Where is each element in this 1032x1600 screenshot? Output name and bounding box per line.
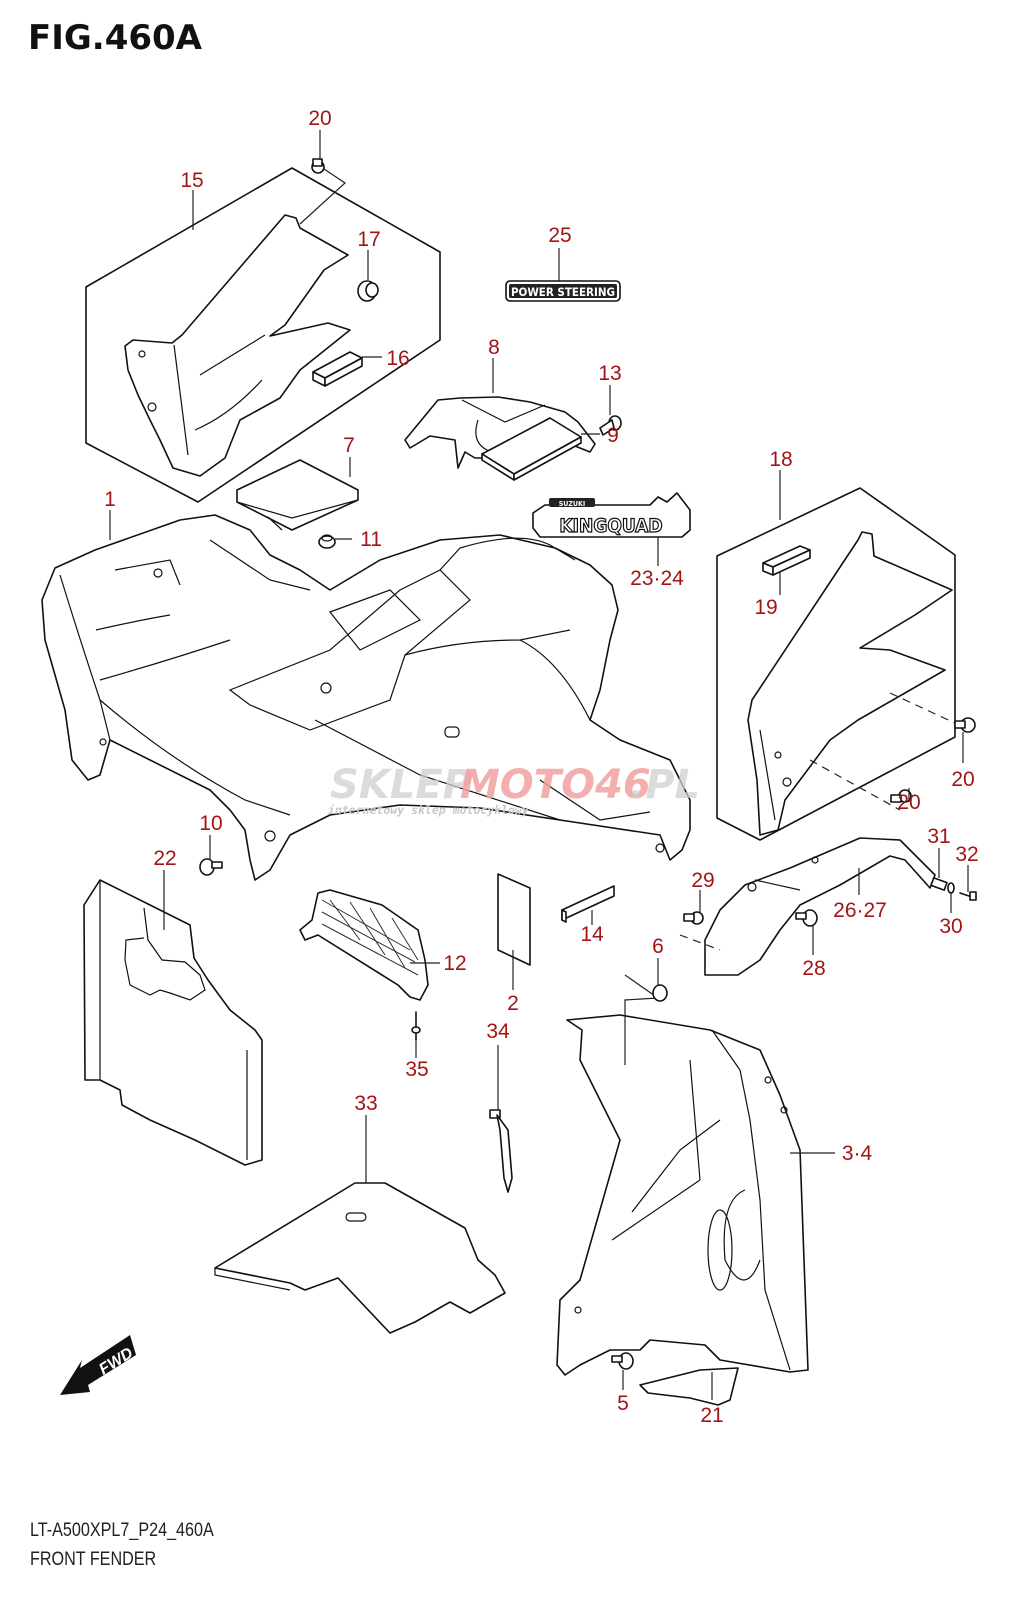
- callout-3-4[interactable]: 3·4: [842, 1142, 873, 1165]
- callout-15[interactable]: 15: [180, 169, 203, 192]
- callout-16[interactable]: 16: [386, 347, 409, 370]
- part-15-inner-panel-left-group[interactable]: [85, 158, 441, 503]
- callout-20-lower[interactable]: 20: [897, 791, 920, 814]
- part-7-lid[interactable]: [236, 459, 359, 531]
- grommet-11-icon[interactable]: [318, 534, 336, 549]
- collar-31-icon[interactable]: [930, 877, 948, 891]
- callout-6[interactable]: 6: [652, 935, 664, 958]
- decal-25-power-steering[interactable]: POWER STEERING: [505, 280, 621, 302]
- part-21-trim[interactable]: [639, 1367, 739, 1406]
- callout-23-24[interactable]: 23·24: [630, 567, 684, 590]
- part-12-grille[interactable]: [299, 889, 429, 1001]
- part-34-cable-tie[interactable]: [489, 1109, 513, 1193]
- figure-name: FRONT FENDER: [30, 1549, 157, 1570]
- callout-18[interactable]: 18: [769, 448, 792, 471]
- bolt-32-icon[interactable]: [959, 891, 977, 901]
- part-33-tray[interactable]: [214, 1182, 506, 1334]
- callout-19[interactable]: 19: [754, 596, 777, 619]
- foam-block-16-icon: [312, 351, 363, 387]
- callout-25[interactable]: 25: [548, 224, 571, 247]
- part-14-pad[interactable]: [561, 885, 615, 923]
- foam-block-19-icon: [762, 545, 811, 576]
- callouts: 20 15 17 16 25 8 13 9 7 11 1 23·24 18 19…: [104, 107, 979, 1427]
- leader-lines: [109, 130, 969, 1400]
- callout-28[interactable]: 28: [802, 957, 825, 980]
- clip-6-icon[interactable]: [624, 974, 668, 1065]
- callout-5[interactable]: 5: [617, 1392, 629, 1415]
- watermark-tagline: internetowy sklep motocyklowy: [328, 803, 530, 817]
- bolt-20-top-icon: [311, 158, 325, 174]
- callout-12[interactable]: 12: [443, 952, 466, 975]
- grommet-17-icon: [357, 280, 379, 302]
- part-26-27-bracket[interactable]: [704, 837, 936, 976]
- callout-20-top[interactable]: 20: [308, 107, 331, 130]
- watermark-part3: .PL: [630, 762, 700, 808]
- callout-1[interactable]: 1: [104, 488, 116, 511]
- screw-35-icon[interactable]: [411, 1011, 421, 1041]
- callout-32[interactable]: 32: [955, 843, 978, 866]
- callout-33[interactable]: 33: [354, 1092, 377, 1115]
- callout-13[interactable]: 13: [598, 362, 621, 385]
- part-3-4-mud-guard[interactable]: [556, 1014, 809, 1376]
- bolt-20-lower-icon: [890, 789, 912, 803]
- washer-30-icon[interactable]: [947, 882, 955, 894]
- callout-30[interactable]: 30: [939, 915, 962, 938]
- callout-14[interactable]: 14: [580, 923, 604, 946]
- clip-20-right-icon: [954, 717, 976, 733]
- fwd-arrow-icon: FWD: [60, 1335, 137, 1395]
- watermark-part1: SKLEP: [330, 762, 472, 808]
- callout-7[interactable]: 7: [343, 434, 355, 457]
- callout-8[interactable]: 8: [488, 336, 500, 359]
- clip-13-icon[interactable]: [599, 415, 622, 436]
- decal-23-24-kingquad[interactable]: SUZUKI KINGQUAD: [532, 492, 691, 538]
- suzuki-text: SUZUKI: [559, 500, 586, 508]
- part-9-pad[interactable]: [481, 417, 582, 481]
- callout-20-right[interactable]: 20: [951, 768, 974, 791]
- callout-21[interactable]: 21: [700, 1404, 723, 1427]
- callout-34[interactable]: 34: [486, 1020, 510, 1043]
- callout-35[interactable]: 35: [405, 1058, 428, 1081]
- part-22-shield-panel[interactable]: [83, 879, 263, 1166]
- part-1-front-fender[interactable]: [41, 514, 691, 881]
- watermark: SKLEP MOTO46 .PL internetowy sklep motoc…: [328, 762, 700, 817]
- part-2-pad[interactable]: [497, 873, 531, 966]
- callout-10[interactable]: 10: [199, 812, 222, 835]
- callout-9[interactable]: 9: [607, 424, 619, 447]
- figure-code: LT-A500XPL7_P24_460A: [30, 1520, 214, 1541]
- callout-26-27[interactable]: 26·27: [833, 899, 887, 922]
- callout-2[interactable]: 2: [507, 992, 519, 1015]
- callout-29[interactable]: 29: [691, 869, 714, 892]
- part-18-inner-panel-right-group[interactable]: [716, 487, 976, 841]
- callout-31[interactable]: 31: [927, 825, 950, 848]
- bolt-10-icon[interactable]: [199, 858, 223, 876]
- kingquad-text: KINGQUAD: [559, 515, 662, 537]
- callout-11[interactable]: 11: [360, 528, 382, 551]
- power-steering-text: POWER STEERING: [511, 285, 615, 299]
- bolt-28-icon[interactable]: [795, 909, 818, 927]
- clip-29-icon[interactable]: [679, 911, 721, 951]
- watermark-part2: MOTO46: [460, 762, 651, 808]
- callout-22[interactable]: 22: [153, 847, 176, 870]
- callout-17[interactable]: 17: [357, 228, 380, 251]
- figure-title: FIG.460A: [28, 18, 202, 58]
- bolt-5-icon[interactable]: [611, 1352, 634, 1370]
